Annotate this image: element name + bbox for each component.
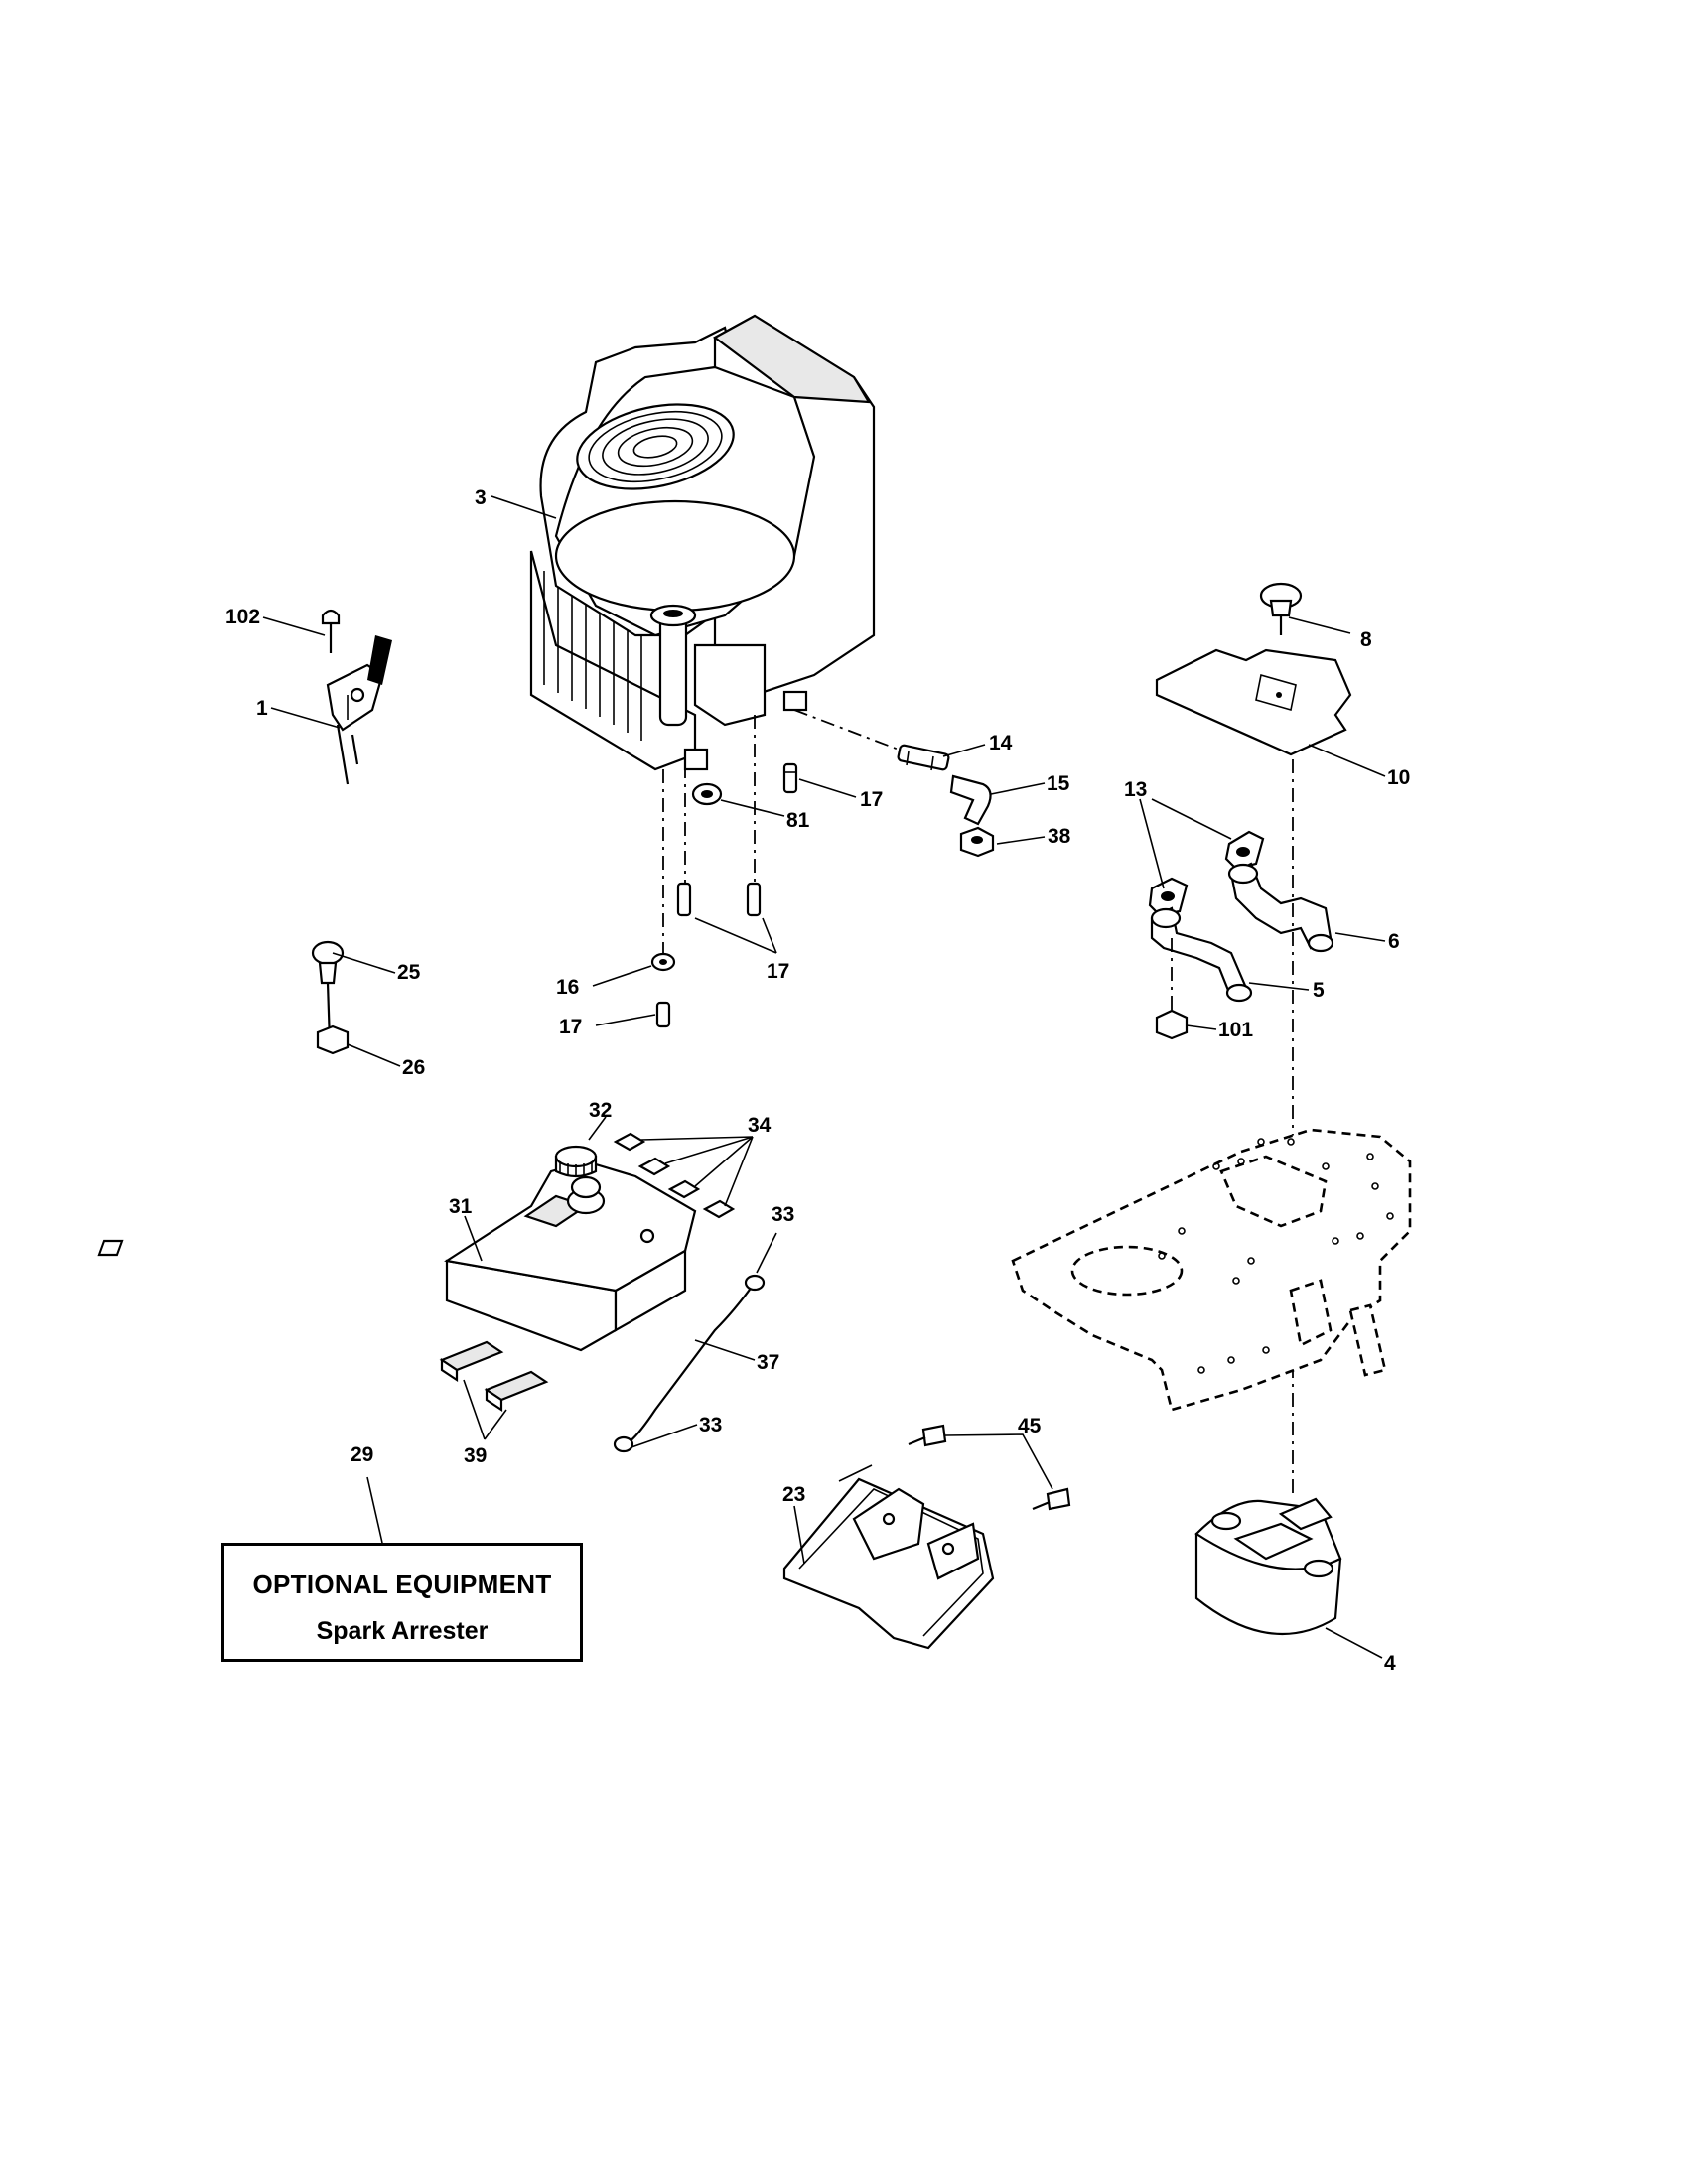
part-label-8: 8 [1360, 628, 1372, 651]
part-label-16: 16 [556, 976, 579, 999]
blower-housing-31 [97, 1160, 697, 1352]
breather-hose-37 [625, 1282, 756, 1445]
fitting-14 [897, 744, 950, 771]
choke-knob-25 [311, 940, 345, 1043]
part-label-29: 29 [351, 1443, 373, 1466]
clamp-33-top [744, 1274, 766, 1292]
hex-nut-26 [316, 1024, 350, 1055]
exhaust-pipe-5 [1150, 906, 1253, 1003]
leader-line [595, 1014, 656, 1026]
part-label-81: 81 [786, 809, 810, 832]
part-label-4: 4 [1384, 1652, 1396, 1675]
knob-8 [1259, 582, 1303, 635]
part-label-3: 3 [475, 486, 487, 509]
leader-line [1325, 1627, 1383, 1659]
leader-line [694, 917, 777, 954]
nut-101 [1155, 1009, 1189, 1040]
part-label-6: 6 [1388, 930, 1400, 953]
leader-line [756, 1232, 777, 1274]
part-label-32: 32 [589, 1099, 612, 1122]
leader-line [640, 1136, 754, 1207]
bolt-45-upper [908, 1424, 947, 1447]
leader-line [944, 1433, 1053, 1490]
leader-line [838, 1464, 873, 1482]
part-label-101: 101 [1218, 1019, 1253, 1041]
leader-line [347, 1043, 401, 1067]
leader-line [942, 744, 986, 757]
part-label-13: 13 [1124, 778, 1147, 801]
leader-line [1248, 982, 1310, 991]
leader-line [1139, 798, 1232, 889]
bolt-17-bottom [655, 1001, 671, 1028]
leader-line [720, 799, 785, 817]
leader-line [631, 1424, 698, 1448]
leader-line [1288, 616, 1351, 634]
spark-arrester-label: Spark Arrester [316, 1617, 489, 1645]
leader-line [332, 952, 396, 974]
heat-shield-10 [1155, 648, 1352, 756]
part-label-31: 31 [449, 1195, 473, 1218]
leader-line [990, 782, 1046, 795]
part-label-37: 37 [757, 1351, 779, 1374]
part-label-34: 34 [748, 1114, 772, 1137]
leader-line [464, 1215, 483, 1262]
part-label-26: 26 [402, 1056, 425, 1079]
bolt-17-lower-right [746, 882, 762, 917]
cap-32 [554, 1145, 598, 1178]
leader-line [694, 1339, 756, 1361]
leader-line [270, 707, 341, 729]
leader-line [798, 778, 857, 798]
optional-equipment-box: OPTIONAL EQUIPMENT Spark Arrester [221, 1543, 583, 1662]
leader-line [463, 1379, 507, 1440]
foam-pads-39 [439, 1340, 549, 1413]
clamp-33-bottom [613, 1435, 634, 1453]
nut-38 [959, 826, 995, 858]
bolt-17-upper [782, 762, 798, 794]
dash-line [793, 709, 900, 751]
leader-line [1186, 1024, 1217, 1030]
part-label-33-bottom: 33 [699, 1414, 722, 1436]
leader-line [1308, 744, 1386, 777]
gasket-13-top [1224, 830, 1265, 871]
part-label-45: 45 [1018, 1415, 1042, 1437]
part-label-38: 38 [1048, 825, 1071, 848]
optional-equipment-title: OPTIONAL EQUIPMENT [252, 1570, 552, 1599]
leader-line [793, 1505, 805, 1565]
part-label-17-lower: 17 [767, 960, 789, 983]
bolt-17-lower-left [676, 882, 692, 917]
elbow-15 [949, 774, 992, 826]
exhaust-pipe-6 [1227, 862, 1334, 953]
screw-102 [321, 609, 341, 653]
chassis-frame [1011, 1128, 1412, 1412]
part-label-1: 1 [256, 697, 268, 720]
part-label-39: 39 [464, 1444, 487, 1467]
throttle-control-1 [326, 635, 392, 785]
leader-line [996, 836, 1046, 845]
nut-81 [691, 782, 723, 806]
engine-part-3 [529, 314, 876, 771]
part-label-25: 25 [397, 961, 421, 984]
washer-16 [650, 952, 676, 972]
bolt-45-lower [1032, 1487, 1071, 1511]
part-label-17-bottom: 17 [559, 1016, 582, 1038]
part-label-15: 15 [1047, 772, 1070, 795]
leader-line [592, 965, 652, 987]
part-label-10: 10 [1387, 766, 1410, 789]
part-label-5: 5 [1313, 979, 1325, 1002]
gasket-13-bottom [1148, 877, 1189, 917]
muffler-4 [1194, 1497, 1342, 1636]
leader-line [1334, 932, 1386, 942]
leader-line [366, 1476, 383, 1544]
part-label-102: 102 [225, 606, 260, 628]
leader-line [588, 1116, 607, 1141]
part-label-17-upper: 17 [860, 788, 883, 811]
part-label-14: 14 [989, 732, 1013, 754]
leader-line [262, 616, 326, 636]
part-label-23: 23 [782, 1483, 805, 1506]
part-label-33-top: 33 [772, 1203, 794, 1226]
leader-line [491, 495, 557, 519]
muffler-guard-23 [782, 1477, 995, 1650]
